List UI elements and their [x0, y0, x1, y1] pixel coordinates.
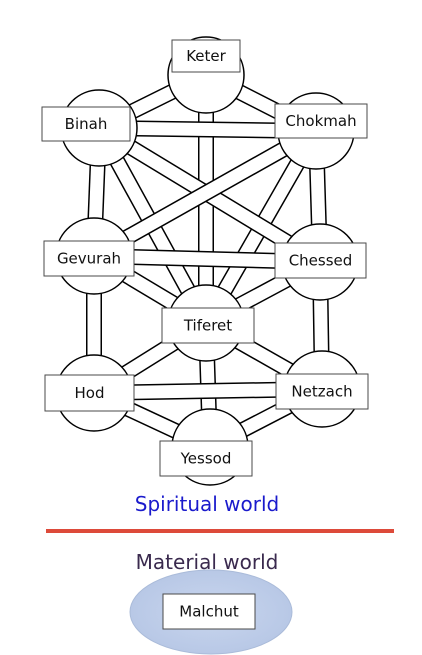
sefirah-label-keter: Keter — [186, 47, 226, 65]
sefirah-binah: Binah — [41, 106, 131, 142]
spiritual-world-label: Spiritual world — [135, 492, 279, 516]
sefirah-tiferet: Tiferet — [161, 307, 255, 344]
path-chokmah-gevurah — [90, 124, 320, 263]
sefirah-box-tiferet — [161, 307, 255, 344]
sefirah-chessed: Chessed — [274, 242, 367, 279]
sefirah-label-netzach: Netzach — [291, 383, 352, 401]
sefirah-malchut: Malchut — [162, 593, 256, 630]
sefirah-hod: Hod — [44, 374, 135, 412]
sefirah-chokmah: Chokmah — [274, 103, 368, 139]
sefirah-box-yessod — [159, 440, 253, 477]
sefirah-keter: Keter — [171, 39, 241, 73]
sefirah-box-hod — [44, 374, 135, 412]
sefirah-label-binah: Binah — [65, 115, 108, 133]
sefirah-label-chessed: Chessed — [289, 252, 353, 270]
sefirah-box-gevurah — [43, 240, 135, 277]
sefirah-label-hod: Hod — [75, 384, 105, 402]
sefirah-label-malchut: Malchut — [179, 603, 239, 621]
sefirah-box-keter — [171, 39, 241, 73]
sefirah-netzach: Netzach — [275, 373, 369, 410]
sefirah-label-chokmah: Chokmah — [285, 112, 356, 130]
sefirah-box-binah — [41, 106, 131, 142]
sefirah-box-chessed — [274, 242, 367, 279]
sefirah-gevurah: Gevurah — [43, 240, 135, 277]
sefirah-box-netzach — [275, 373, 369, 410]
sefirah-box-malchut — [162, 593, 256, 630]
sefirah-label-gevurah: Gevurah — [57, 250, 121, 268]
sefirah-yessod: Yessod — [159, 440, 253, 477]
sefirah-label-tiferet: Tiferet — [183, 317, 232, 335]
sefirah-box-chokmah — [274, 103, 368, 139]
sefirah-label-yessod: Yessod — [180, 450, 232, 468]
